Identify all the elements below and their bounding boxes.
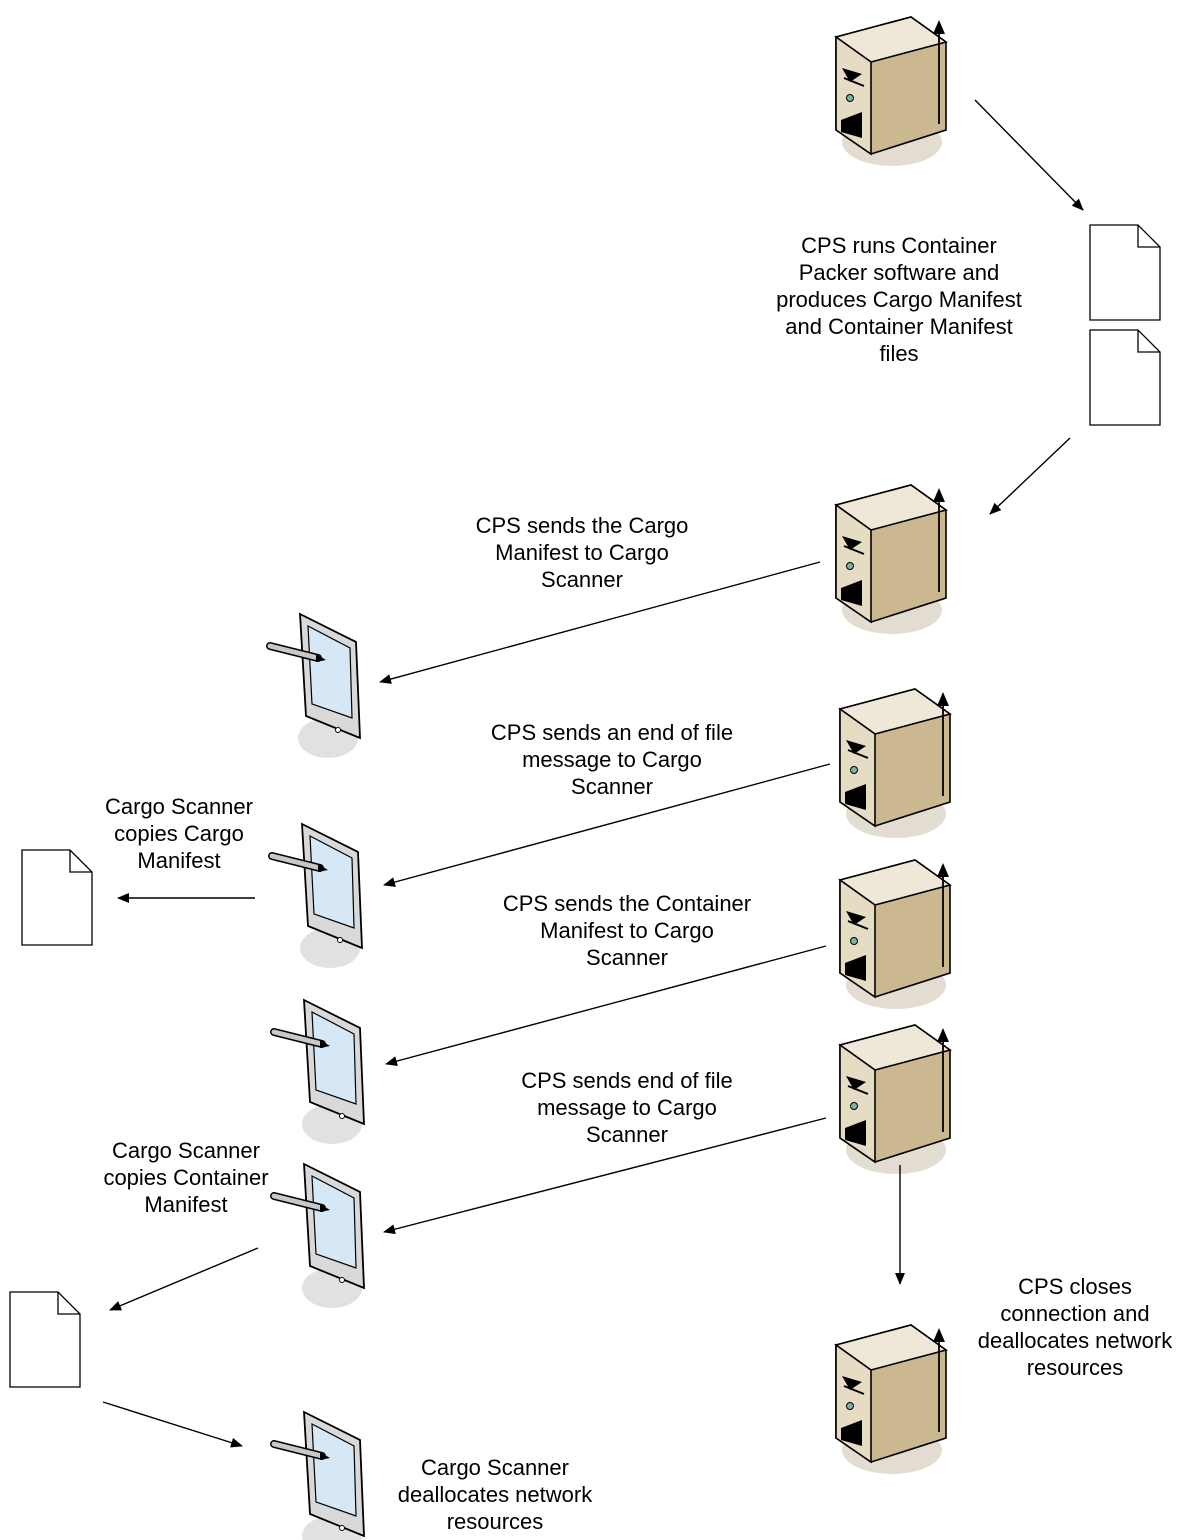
tablet-icon [270,614,360,758]
arrow [974,99,1084,211]
server-icon [839,1024,951,1175]
arrow [385,945,827,1066]
document-icon [9,1291,81,1388]
label-cps-produces: CPS runs Container Packer software and p… [776,233,1022,366]
label-cps-sends-cargo-manifest: CPS sends the Cargo Manifest to Cargo Sc… [475,513,689,592]
label-scanner-deallocates: Cargo Scanner deallocates network resour… [397,1455,593,1534]
arrow [383,763,831,887]
arrow [989,437,1071,515]
label-cps-closes: CPS closes connection and deallocates ne… [977,1274,1173,1380]
label-cps-sends-eof-2: CPS sends end of file message to Cargo S… [521,1068,733,1147]
tablet-icon [274,1000,364,1144]
label-scanner-copies-cargo: Cargo Scanner copies Cargo Manifest [105,794,253,873]
server-icon [839,859,951,1010]
arrow [109,1247,259,1311]
arrow [383,1117,827,1235]
server-icon [839,688,951,839]
label-scanner-copies-container: Cargo Scanner copies Container Manifest [103,1138,269,1217]
server-icon [835,1324,947,1475]
tablet-icon [274,1412,364,1540]
tablet-icon [272,824,362,968]
arrow [379,561,821,684]
document-icon [1089,224,1161,321]
server-icon [835,484,947,635]
label-cps-sends-eof-1: CPS sends an end of file message to Carg… [490,720,734,799]
arrow [102,1401,243,1448]
label-cps-sends-container-manifest: CPS sends the Container Manifest to Carg… [502,891,752,970]
server-icon [835,16,947,167]
document-icon [1089,329,1161,426]
